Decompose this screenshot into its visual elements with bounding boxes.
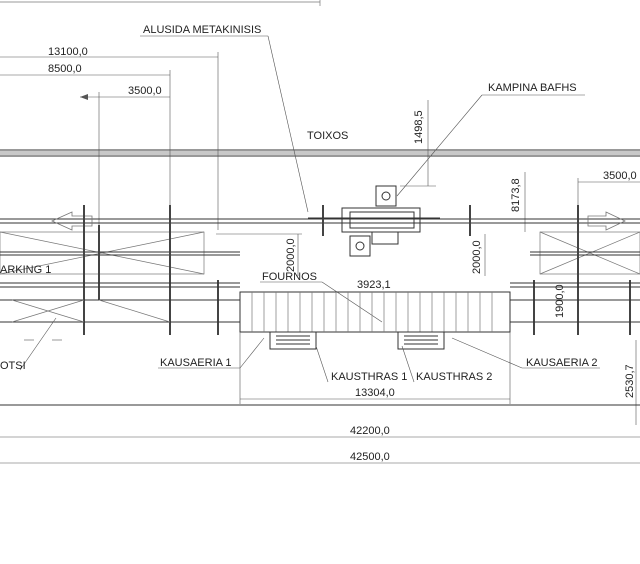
dim-42500: 42500,0	[350, 451, 390, 463]
dimension-8500	[0, 70, 171, 210]
kampina-leader-arrow	[396, 94, 483, 197]
dim-3500-right: 3500,0	[603, 170, 637, 182]
label-kausaeria-2: KAUSAERIA 2	[526, 357, 598, 369]
posts	[83, 205, 631, 335]
parking-zone-right	[530, 231, 640, 275]
dim-3923: 3923,1	[357, 279, 391, 291]
spray-booth	[308, 185, 440, 257]
dim-2000-right: 2000,0	[471, 240, 483, 274]
label-kampina-bafhs: KAMPINA BAFHS	[488, 82, 577, 94]
kausaeria1-leader-arrow	[239, 337, 265, 369]
dimension-1498	[400, 100, 436, 187]
dim-13304: 13304,0	[355, 387, 395, 399]
wall-toixos	[0, 149, 640, 157]
dim-2000-left: 2000,0	[285, 238, 297, 272]
label-alusida-metakinisis: ALUSIDA METAKINISIS	[143, 24, 261, 36]
dim-13100: 13100,0	[48, 46, 88, 58]
lower-frame-left	[0, 299, 240, 323]
right-direction-arrow-icon	[587, 211, 626, 231]
conveyor-rail-upper	[0, 218, 640, 224]
label-otsi: OTSI	[0, 360, 26, 372]
oven-fournos	[239, 291, 511, 333]
burner-kausthras-1	[269, 331, 317, 350]
label-kausthras-2: KAUSTHRAS 2	[416, 371, 492, 383]
dim-8500: 8500,0	[48, 63, 82, 75]
dim-3500-left: 3500,0	[128, 85, 162, 97]
label-parking: ARKING 1	[0, 264, 51, 276]
otsi-leader-arrow	[19, 317, 57, 371]
dimension-13304	[239, 332, 511, 404]
dim-8173: 8173,8	[510, 178, 522, 212]
lower-frame-right	[510, 299, 640, 323]
conveyor-rail-lower	[0, 282, 640, 288]
burner-kausthras-2	[397, 331, 445, 350]
left-direction-arrow-icon	[51, 211, 93, 231]
dim-1498: 1498,5	[413, 110, 425, 144]
dimension-3500-left	[80, 92, 170, 230]
kausthras2-leader-arrow	[401, 345, 415, 383]
dim-42200: 42200,0	[350, 425, 390, 437]
dimension-13100	[0, 52, 219, 230]
kausaeria2-leader-arrow	[451, 337, 523, 369]
label-kausthras-1: KAUSTHRAS 1	[331, 371, 407, 383]
label-fournos: FOURNOS	[262, 271, 317, 283]
dim-1900: 1900,0	[554, 284, 566, 318]
label-kausaeria-1: KAUSAERIA 1	[160, 357, 232, 369]
kausthras1-leader-arrow	[315, 345, 329, 383]
alusida-leader-arrow	[267, 35, 309, 213]
dimension-42200	[0, 404, 640, 438]
dimension-2000-left	[216, 233, 302, 276]
label-toixos: TOIXOS	[307, 130, 348, 142]
dim-2530: 2530,7	[624, 364, 636, 398]
